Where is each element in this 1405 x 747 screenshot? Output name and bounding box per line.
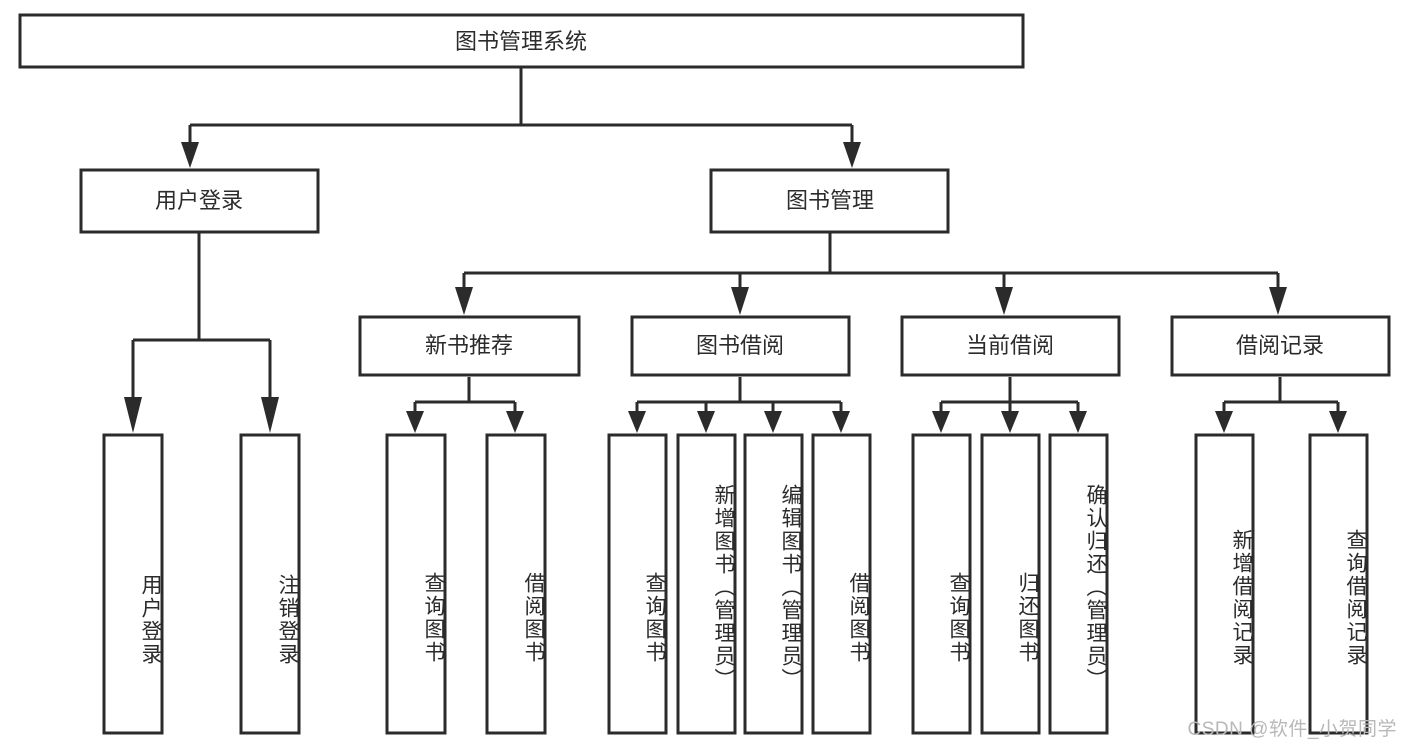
- arrow-head-icon: [181, 142, 199, 168]
- node-book-borrow[interactable]: 图书借阅: [630, 315, 851, 377]
- arrow-head-icon: [1269, 287, 1287, 315]
- leaf-box-user-login-0[interactable]: [102, 433, 164, 735]
- leaf-box-book-borrow-3[interactable]: [811, 433, 872, 735]
- arrow-head-icon: [932, 411, 950, 433]
- arrow-head-icon: [697, 411, 715, 433]
- node-root-system[interactable]: 图书管理系统: [18, 13, 1025, 69]
- arrow-head-icon: [1069, 411, 1087, 433]
- arrow-head-icon: [731, 287, 749, 315]
- node-user-login-label: 用户登录: [155, 188, 243, 213]
- node-new-book-recommend-label: 新书推荐: [425, 333, 513, 358]
- node-borrow-records-label: 借阅记录: [1236, 333, 1324, 358]
- leaf-box-borrow-records-1[interactable]: [1308, 433, 1369, 735]
- connector-group-book-management: [455, 233, 1287, 315]
- arrow-head-icon: [506, 411, 524, 433]
- node-new-book-recommend[interactable]: 新书推荐: [358, 315, 581, 377]
- leaf-box-book-borrow-1[interactable]: [676, 433, 737, 735]
- arrow-head-icon: [764, 411, 782, 433]
- node-book-management-label: 图书管理: [786, 188, 874, 213]
- node-user-login[interactable]: 用户登录: [79, 168, 320, 234]
- leaf-box-borrow-records-0[interactable]: [1194, 433, 1255, 735]
- connector-group-new-book: [406, 377, 524, 433]
- leaf-box-current-borrow-0[interactable]: [911, 433, 972, 735]
- csdn-watermark: CSDN @软件_小贺同学: [1187, 719, 1397, 740]
- node-book-borrow-label: 图书借阅: [696, 333, 784, 358]
- connector-group-user-login: [124, 233, 279, 433]
- node-current-borrow-label: 当前借阅: [966, 333, 1054, 358]
- arrow-head-icon: [261, 397, 279, 433]
- connector-group-book-borrow: [628, 377, 850, 433]
- node-current-borrow[interactable]: 当前借阅: [900, 315, 1121, 377]
- arrow-head-icon: [1215, 411, 1233, 433]
- arrow-head-icon: [124, 397, 142, 433]
- leaf-box-current-borrow-1[interactable]: [980, 433, 1041, 735]
- arrow-head-icon: [455, 287, 473, 315]
- arrow-head-icon: [832, 411, 850, 433]
- leaf-box-book-borrow-0[interactable]: [607, 433, 668, 735]
- node-root-system-label: 图书管理系统: [455, 29, 587, 54]
- arrow-head-icon: [843, 142, 861, 168]
- arrow-head-icon: [1329, 411, 1347, 433]
- node-book-management[interactable]: 图书管理: [709, 168, 950, 234]
- leaf-box-book-borrow-2[interactable]: [743, 433, 804, 735]
- arrow-head-icon: [628, 411, 646, 433]
- node-borrow-records[interactable]: 借阅记录: [1170, 315, 1391, 377]
- connector-group-borrow-records: [1215, 377, 1347, 433]
- arrow-head-icon: [995, 287, 1013, 315]
- arrow-head-icon: [406, 411, 424, 433]
- arrow-head-icon: [1001, 411, 1019, 433]
- leaf-box-user-login-1[interactable]: [239, 433, 301, 735]
- leaf-box-current-borrow-2[interactable]: [1048, 433, 1109, 735]
- leaf-box-new-book-0[interactable]: [385, 433, 447, 735]
- leaf-box-new-book-1[interactable]: [485, 433, 547, 735]
- connector-group-current-borrow: [932, 377, 1087, 433]
- connector-group-root: [181, 67, 861, 168]
